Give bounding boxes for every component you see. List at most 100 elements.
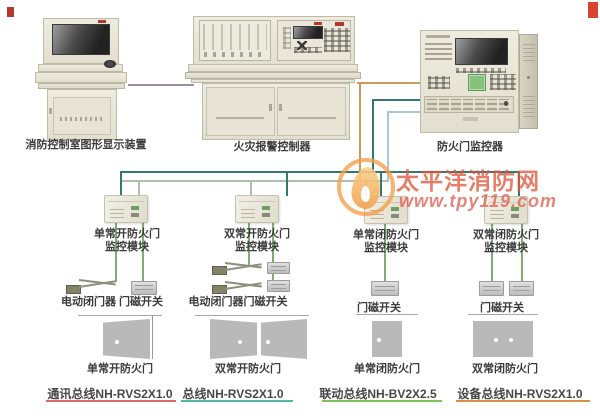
door-slot-left	[216, 117, 264, 119]
cabinet-door-left	[206, 87, 275, 136]
closer-body	[66, 285, 81, 294]
lower-indicator-panel	[424, 96, 514, 113]
door-frame-line	[152, 315, 153, 359]
module-terminal-dark	[131, 213, 139, 217]
door-handle-dot	[377, 338, 381, 342]
lower-indicator-rows	[427, 99, 511, 110]
status-indicator-grid	[425, 43, 452, 60]
keypad-grid-left	[428, 76, 450, 89]
magnetic-switch	[479, 281, 504, 296]
stub-module4-teal	[518, 171, 520, 197]
indicator-dot-row	[204, 52, 266, 57]
monitor-panel-side	[519, 34, 538, 129]
module1-label-line1: 单常开防火门	[94, 228, 160, 240]
indicator-slots	[203, 24, 267, 50]
controller-display	[293, 26, 323, 39]
door-handle-dot	[266, 340, 270, 344]
red-corner-mark-left	[7, 7, 14, 17]
brand-text-strip	[426, 35, 450, 38]
field-label-3: 门磁开关	[357, 302, 401, 314]
module-terminal-green	[262, 206, 270, 210]
bus-label-device: 设备总线NH-RVS2X1.0	[457, 387, 583, 401]
watermark-site-url: www.tpy119.com	[399, 191, 558, 211]
door-label-3: 单常闭防火门	[354, 363, 420, 375]
door-double-open-right	[261, 319, 307, 359]
green-keypad	[468, 74, 486, 91]
controller-desk-lip	[191, 79, 355, 83]
function-button-row	[456, 68, 506, 73]
door-label-1: 单常开防火门	[87, 363, 153, 375]
door-slot-right	[288, 117, 336, 119]
wire-linkage-horizontal	[357, 82, 420, 84]
controller-desk-top	[188, 64, 358, 72]
door-closer-single	[66, 275, 120, 295]
door-double-open-left	[210, 319, 257, 359]
door-lintel-4	[468, 314, 538, 315]
module1-label: 单常开防火门 监控模块	[94, 228, 160, 254]
panel-bottom-mark	[463, 117, 478, 121]
door-lintel-2	[195, 315, 309, 316]
module2-label-line1: 双常开防火门	[224, 228, 290, 240]
module-terminal-green	[131, 206, 139, 210]
module-text	[110, 208, 124, 218]
keypad-grid-right	[490, 74, 516, 90]
red-corner-mark-right	[588, 2, 598, 18]
wire-blue-vertical	[387, 111, 389, 182]
controller-red-mark-2	[335, 22, 344, 26]
module-text	[370, 209, 384, 219]
module-terminal-dark	[511, 214, 519, 218]
cabinet-text-strip	[60, 117, 104, 121]
module2-label-line2: 监控模块	[235, 240, 279, 253]
fire-door-monitor-label: 防火门监控器	[437, 141, 503, 153]
bus-label-bus: 总线NH-RVS2X1.0	[182, 387, 284, 401]
wire-teal-horizontal	[372, 99, 420, 101]
door-double-closed	[473, 321, 533, 357]
monitor-lcd-screen	[455, 38, 508, 65]
drop-module4-switch-b	[521, 224, 523, 284]
module2-label: 双常开防火门 监控模块	[224, 228, 290, 254]
drop-module1-switch	[142, 223, 144, 284]
wire-linkage-vertical	[359, 82, 361, 182]
bus-underline-communication	[46, 400, 176, 402]
wire-display-to-controller	[128, 84, 194, 86]
module4-label: 双常闭防火门 监控模块	[473, 229, 539, 255]
controller-red-mark-1	[314, 22, 322, 25]
door-handle-dot	[238, 340, 242, 344]
module-text	[490, 209, 504, 219]
drop-module1-closer	[115, 223, 117, 282]
module-text	[241, 208, 255, 218]
wire-teal-vertical	[372, 99, 374, 173]
bus-line-upper	[120, 171, 520, 173]
controller-left-panel	[199, 20, 271, 61]
field-label-1: 电动闭门器 门磁开关	[60, 296, 164, 308]
flame-inner-drop	[361, 186, 370, 202]
stub-module1-teal	[120, 171, 122, 196]
door-label-2: 双常开防火门	[215, 363, 281, 375]
fire-alarm-controller-label: 火灾报警控制器	[233, 141, 311, 153]
door-label-4: 双常闭防火门	[472, 363, 538, 375]
module3-label-line2: 监控模块	[364, 241, 408, 254]
module-seam	[488, 202, 524, 203]
mouse	[104, 60, 116, 68]
module-double-open	[235, 195, 279, 223]
door-closer-double-a	[212, 258, 264, 276]
bus-label-linkage: 联动总线NH-BV2X2.5	[319, 387, 437, 401]
console-ledge	[38, 83, 125, 89]
controller-right-panel	[277, 20, 351, 61]
monitor-logo-mark	[98, 20, 106, 23]
magnetic-switch	[371, 281, 399, 296]
controller-desk-edge	[185, 72, 361, 79]
drop-module4-switch-a	[491, 224, 493, 284]
module-terminal-green	[511, 207, 519, 211]
drop-module2-closer	[248, 223, 250, 266]
controller-side-buttons	[283, 27, 291, 49]
controller-x-control	[297, 41, 307, 50]
door-single-open	[103, 319, 150, 359]
door-lintel-1	[78, 315, 162, 316]
door-handle-dot	[509, 338, 513, 342]
module3-label: 单常闭防火门 监控模块	[353, 229, 419, 255]
drop-module3-switch	[384, 224, 386, 284]
side-vent-top	[523, 41, 535, 61]
side-screw	[527, 76, 530, 79]
